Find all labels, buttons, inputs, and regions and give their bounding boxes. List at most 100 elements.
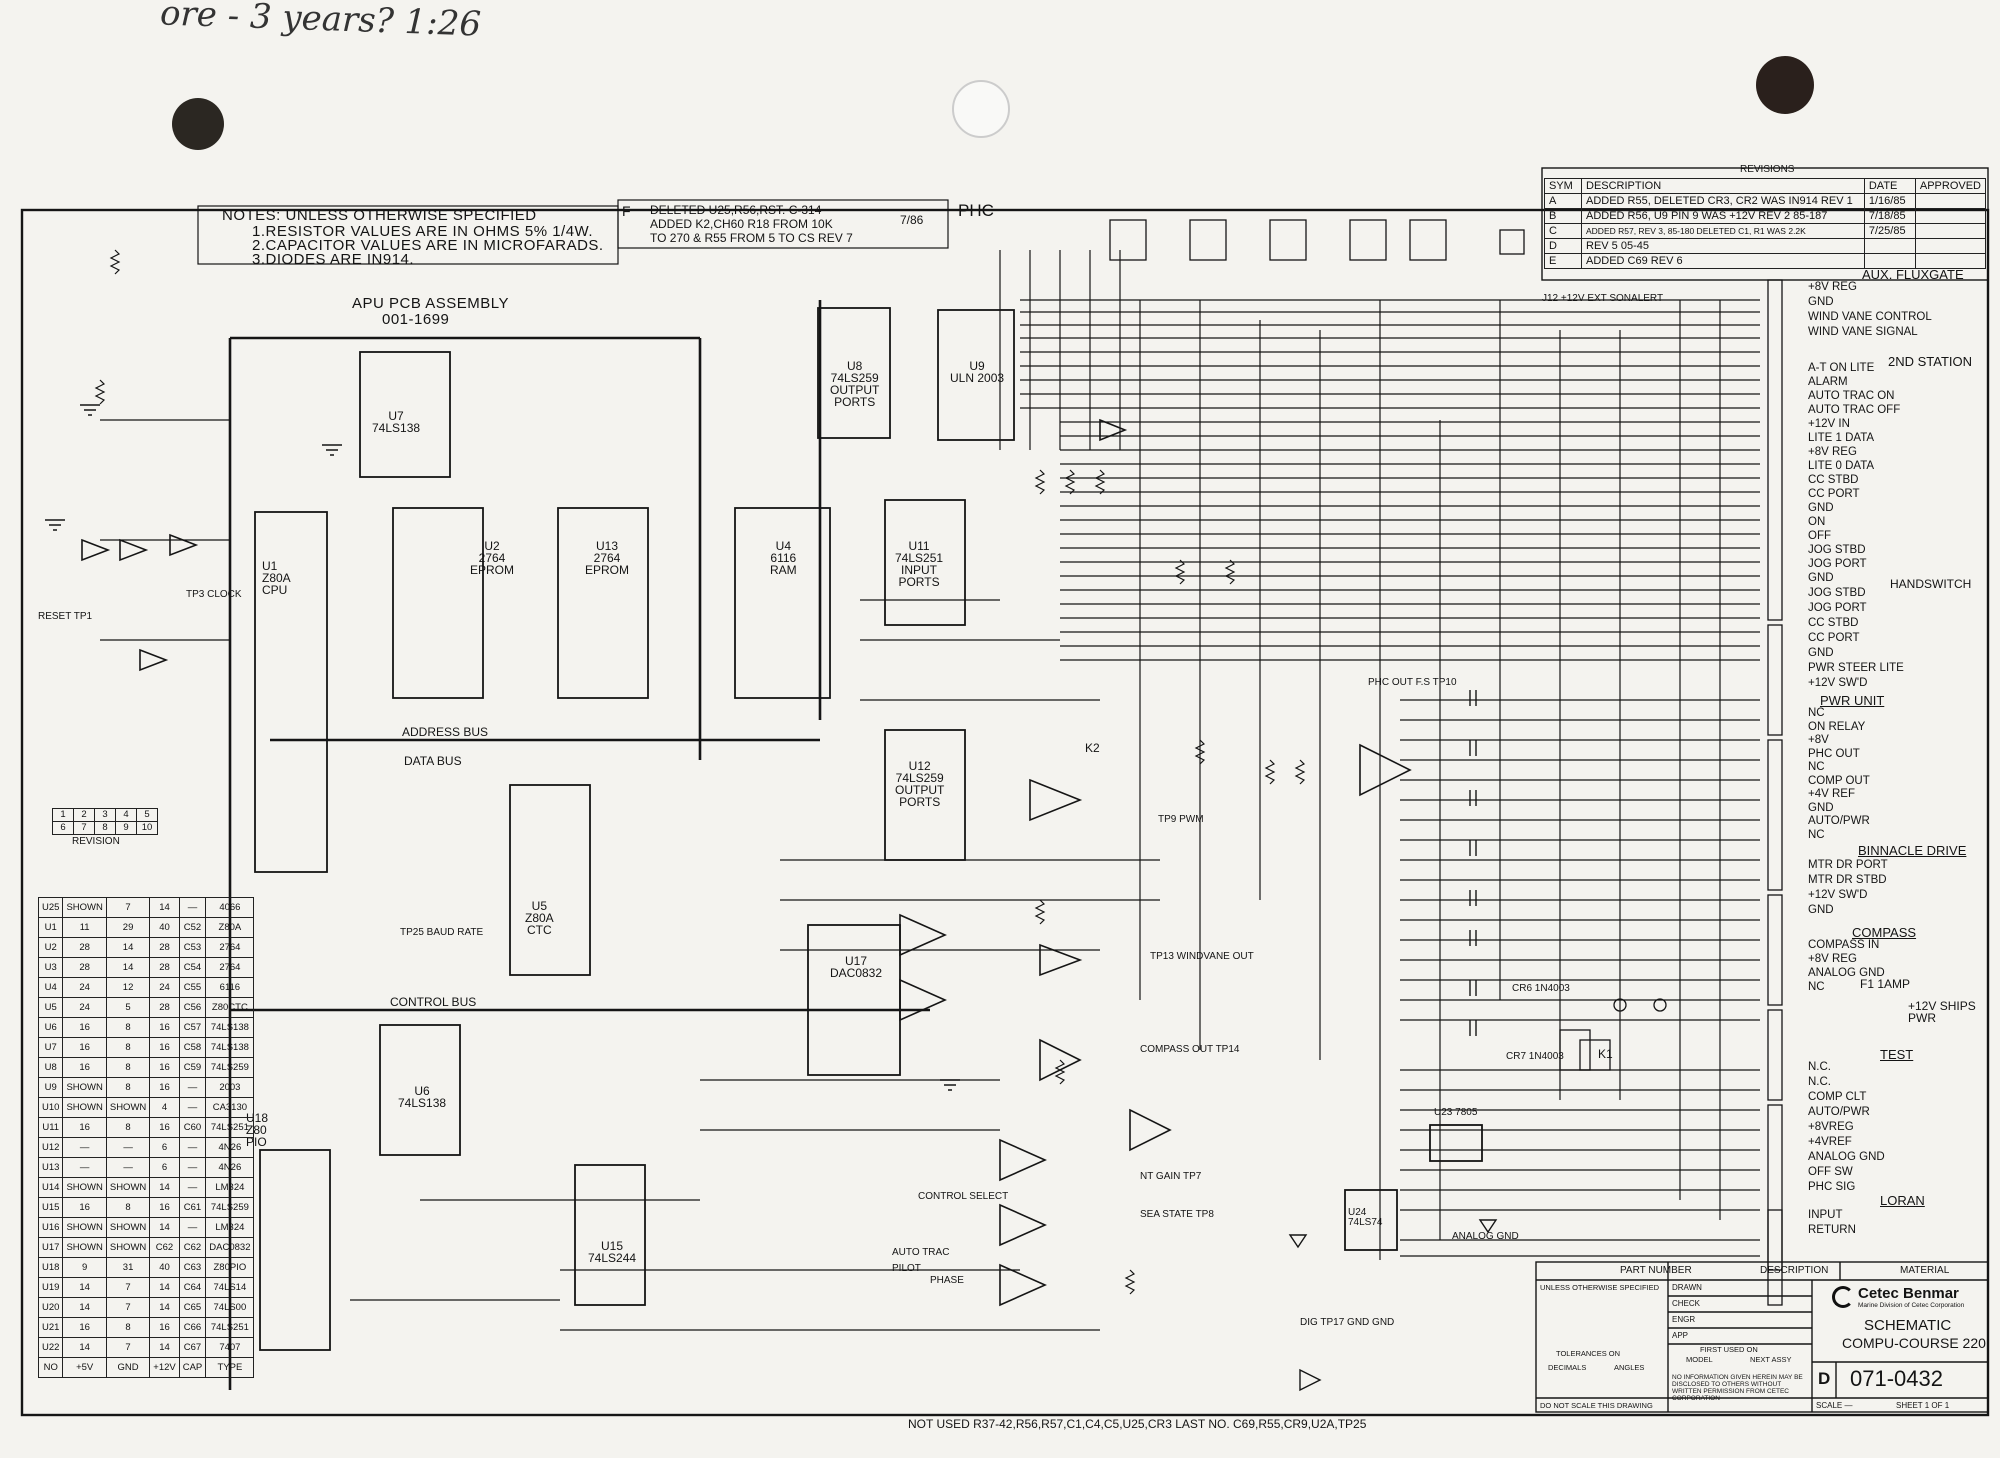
company-logo: [1832, 1286, 1854, 1308]
ic-table-cell: 16: [149, 1317, 180, 1338]
ic-table-cell: 7: [105, 1337, 151, 1358]
chip-func: PORTS: [898, 575, 940, 589]
ic-table-cell: 40: [149, 1257, 180, 1278]
ic-table-cell: 8: [105, 1117, 151, 1138]
ic-table-cell: —: [105, 1137, 151, 1158]
ic-table-cell: 7: [105, 897, 151, 918]
ic-table-cell: C57: [178, 1017, 207, 1038]
ic-table-cell: 9: [62, 1257, 107, 1278]
ic-table-cell: 74LS14: [205, 1277, 255, 1298]
ic-table-cell: C67: [178, 1337, 207, 1358]
revision-grid-label: REVISION: [72, 836, 120, 847]
rev-f-line: TO 270 & R55 FROM 5 TO CS REV 7: [650, 231, 853, 245]
tb-drawn: DRAWN: [1672, 1283, 1702, 1292]
tb-material-header: MATERIAL: [1900, 1265, 1950, 1276]
connector-pin-label: GND: [1808, 572, 1834, 584]
ic-table-cell: —: [178, 1157, 207, 1178]
rev-sym: D: [1544, 238, 1582, 254]
ic-table-cell: 12: [105, 977, 151, 998]
tb-scale: SCALE —: [1816, 1401, 1853, 1410]
tb-next-assy: NEXT ASSY: [1750, 1355, 1792, 1364]
ic-table-cell: 16: [62, 1117, 107, 1138]
revisions-table: SYM DESCRIPTION DATE APPROVED A ADDED R5…: [1544, 178, 1987, 269]
ic-table-cell: 74LS259: [205, 1197, 255, 1218]
conn-comp-title: COMPASS: [1852, 925, 1917, 940]
chip-ref: U11: [908, 539, 930, 553]
ic-table-cell: 16: [62, 1057, 107, 1078]
ic-table-cell: 6: [149, 1137, 180, 1158]
connector-pin-label: A-T ON LITE: [1808, 362, 1875, 374]
tb-first-used: FIRST USED ON: [1700, 1345, 1758, 1354]
connector-pin-label: AUTO TRAC OFF: [1808, 404, 1901, 416]
chip-part: 74LS138: [372, 421, 421, 435]
connector-pin-label: COMPASS IN: [1808, 939, 1880, 951]
ic-table-cell: C59: [178, 1057, 207, 1078]
ic-table-cell: 2003: [205, 1077, 255, 1098]
rev-date: 7/18/85: [1863, 208, 1916, 224]
ic-table-cell: C58: [178, 1037, 207, 1058]
baud-rate-testpoint: TP25 BAUD RATE: [400, 927, 484, 938]
chip-part: 2764: [478, 551, 506, 565]
ic-table-cell: U2: [37, 937, 64, 958]
ic-table-cell: 24: [62, 997, 107, 1018]
ic-table-cell: 24: [149, 977, 180, 998]
ic-table-cell: 74LS251: [205, 1317, 255, 1338]
ic-table-cell: 16: [62, 1317, 107, 1338]
rev-sym: B: [1544, 208, 1582, 224]
chip-part: 74LS259: [895, 771, 944, 785]
tb-check: CHECK: [1672, 1299, 1701, 1308]
ic-table-cell: SHOWN: [62, 1177, 107, 1198]
chip-u4-label: U4 6116 RAM: [770, 540, 797, 576]
connector-pin-label: OFF SW: [1808, 1166, 1853, 1178]
chip-func: OUTPUT: [830, 383, 880, 397]
ic-table-cell: 28: [62, 937, 107, 958]
ic-table-cell: SHOWN: [62, 1237, 107, 1258]
ic-table-cell: U3: [37, 957, 64, 978]
chip-part: 6116: [770, 551, 797, 565]
connector-pin-label: PHC SIG: [1808, 1181, 1856, 1193]
chip-u8-label: U8 74LS259 OUTPUT PORTS: [830, 360, 879, 408]
ic-table-cell: 14: [62, 1337, 107, 1358]
connector-pin-label: +8V: [1808, 734, 1829, 746]
ic-table-cell: U8: [37, 1057, 64, 1078]
connector-pin-label: WIND VANE SIGNAL: [1808, 326, 1918, 338]
connector-pin-label: AUTO/PWR: [1808, 815, 1870, 827]
ic-table-cell: 28: [149, 957, 180, 978]
cpu-assembly-title: APU PCB ASSEMBLY: [352, 295, 509, 312]
chip-func: CTC: [527, 923, 552, 937]
rev-f-letter: F: [622, 203, 631, 219]
connector-pin-label: NC: [1808, 828, 1825, 841]
ic-table-cell: C62: [178, 1237, 207, 1258]
ic-table-cell: C54: [178, 957, 207, 978]
j12-sonalert-label: J12 +12V EXT SONALERT: [1542, 293, 1664, 304]
ic-table-cell: C65: [178, 1297, 207, 1318]
connector-pin-label: ON RELAY: [1808, 720, 1866, 733]
ic-table-cell: 14: [149, 897, 180, 918]
connector-pin-label: +12V SW'D: [1808, 889, 1868, 901]
ic-table-cell: U7: [37, 1037, 64, 1058]
tb-model: MODEL: [1686, 1355, 1713, 1364]
conn-hand-title: HANDSWITCH: [1890, 577, 1972, 591]
ic-table-cell: 16: [62, 1037, 107, 1058]
ships-power-label: +12V SHIPS PWR: [1908, 999, 1976, 1025]
ic-table-cell: Z80PIO: [205, 1257, 255, 1278]
chip-u6-label: U6 74LS138: [398, 1085, 446, 1109]
conn-binn-title: BINNACLE DRIVE: [1858, 843, 1967, 858]
chip-u23-label: U23 7805: [1434, 1108, 1477, 1118]
ic-table-cell: 8: [105, 1037, 151, 1058]
ic-table-cell: 2764: [205, 957, 255, 978]
connector-pin-label: CC STBD: [1808, 617, 1859, 629]
chip-part: 2764: [593, 551, 621, 565]
ic-table-cell: 7: [105, 1277, 151, 1298]
rev-f-date: 7/86: [900, 213, 924, 227]
ic-table-cell: 16: [149, 1197, 180, 1218]
connector-pin-label: MTR DR PORT: [1808, 859, 1888, 871]
connector-pin-label: COMP CLT: [1808, 1091, 1867, 1103]
